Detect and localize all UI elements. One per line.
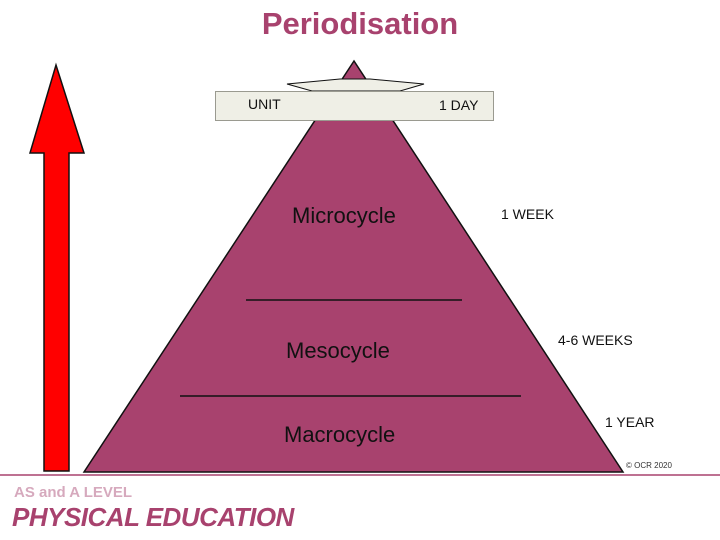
unit-box	[215, 91, 494, 121]
progression-arrow	[28, 62, 86, 472]
microcycle-duration: 1 WEEK	[501, 206, 554, 222]
brand-title: PHYSICAL EDUCATION	[12, 502, 294, 532]
unit-label: UNIT	[248, 96, 281, 112]
day-label: 1 DAY	[439, 97, 479, 113]
copyright-notice: © OCR 2020	[626, 461, 672, 470]
microcycle-label: Microcycle	[292, 203, 396, 228]
mesocycle-label: Mesocycle	[286, 338, 390, 363]
macrocycle-duration: 1 YEAR	[605, 414, 655, 430]
macrocycle-label: Macrocycle	[284, 422, 396, 447]
mesocycle-duration: 4-6 WEEKS	[558, 332, 633, 348]
brand-subtitle: AS and A LEVEL	[14, 484, 133, 501]
pyramid	[82, 59, 625, 473]
page-title: Periodisation	[261, 6, 459, 41]
unit-box-tab	[286, 78, 425, 92]
